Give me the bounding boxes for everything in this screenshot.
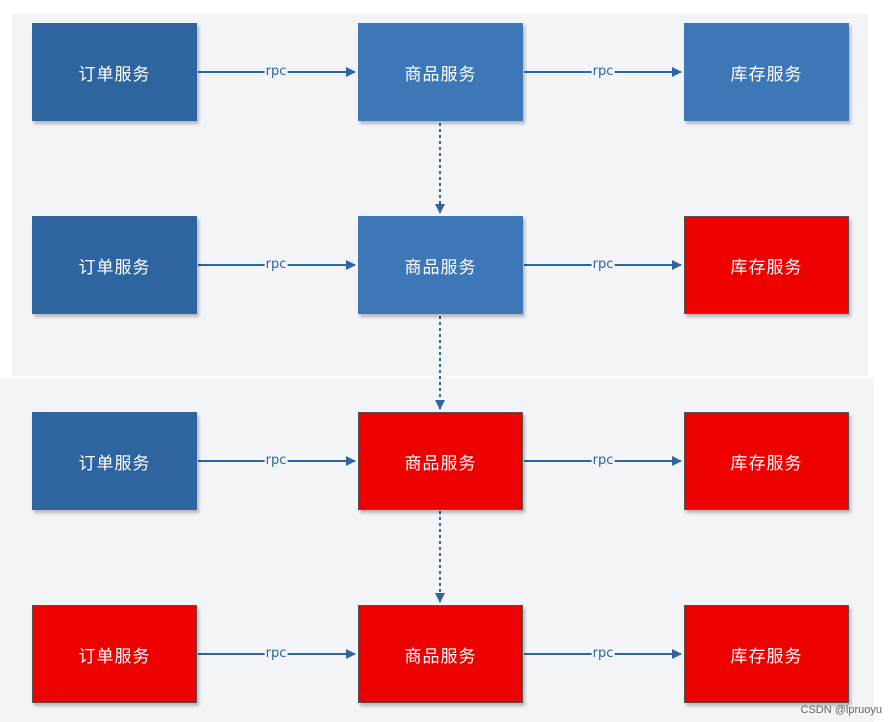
stock-service-node: 库存服务	[684, 23, 849, 121]
rpc-label: rpc	[264, 646, 288, 661]
goods-service-node: 商品服务	[358, 216, 523, 314]
rpc-label: rpc	[591, 257, 615, 272]
goods-service-node: 商品服务	[358, 412, 523, 510]
rpc-label: rpc	[264, 257, 288, 272]
rpc-label: rpc	[264, 453, 288, 468]
goods-service-node: 商品服务	[358, 605, 523, 703]
stock-service-node: 库存服务	[684, 412, 849, 510]
rpc-label: rpc	[591, 64, 615, 79]
rpc-label: rpc	[591, 453, 615, 468]
goods-service-node: 商品服务	[358, 23, 523, 121]
watermark: CSDN @lpruoyu	[800, 704, 882, 716]
order-service-node: 订单服务	[32, 412, 197, 510]
rpc-label: rpc	[591, 646, 615, 661]
order-service-node: 订单服务	[32, 23, 197, 121]
stock-service-node: 库存服务	[684, 216, 849, 314]
rpc-label: rpc	[264, 64, 288, 79]
stock-service-node: 库存服务	[684, 605, 849, 703]
order-service-node: 订单服务	[32, 216, 197, 314]
order-service-node: 订单服务	[32, 605, 197, 703]
